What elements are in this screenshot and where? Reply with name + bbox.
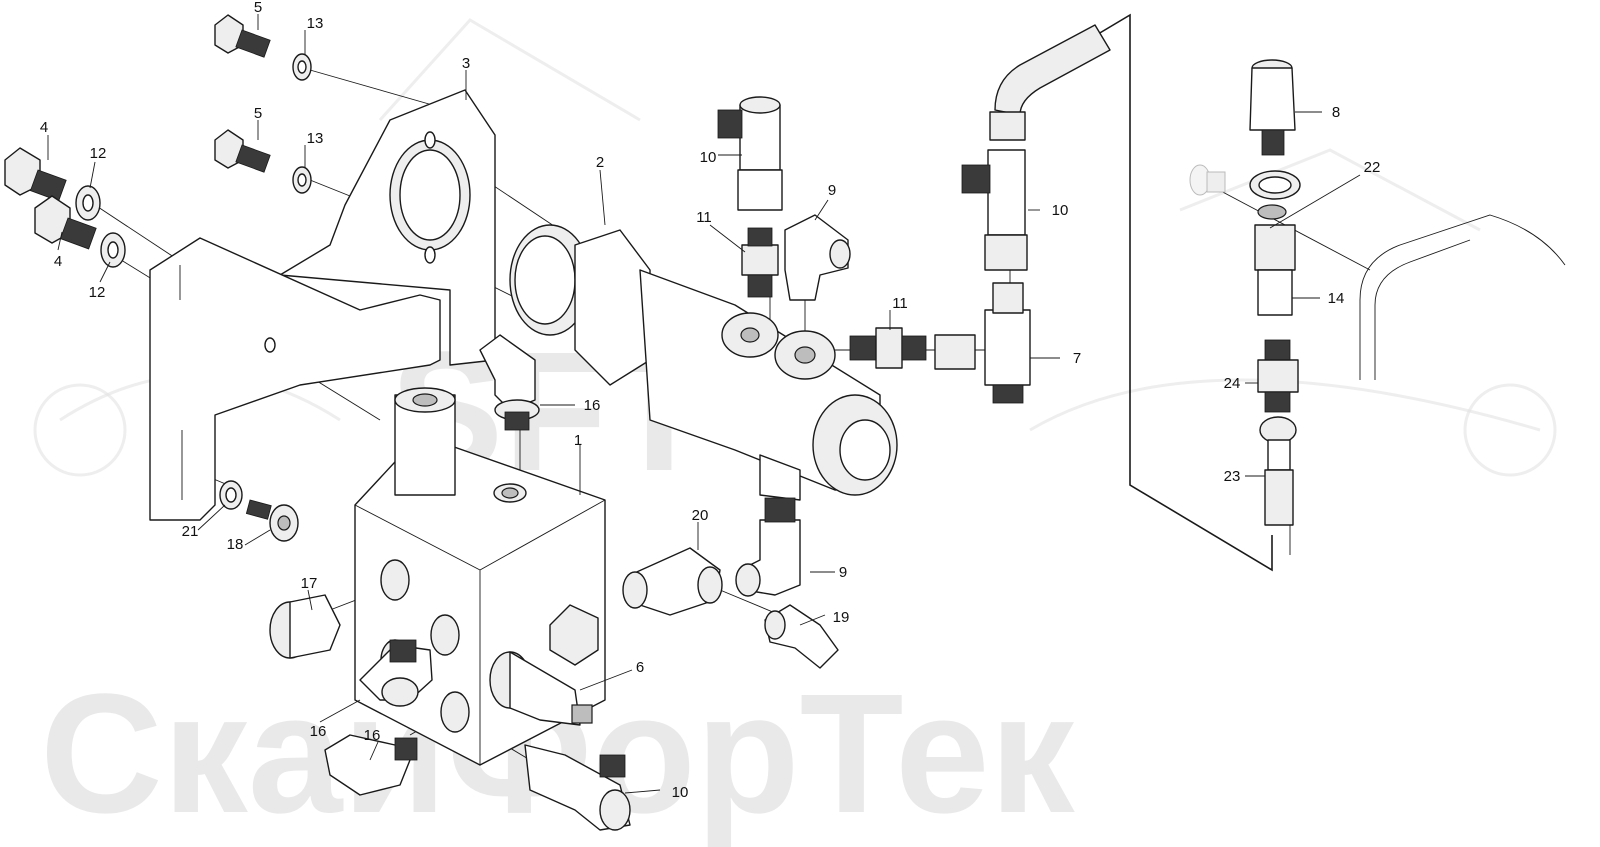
- callout-20: 20: [692, 507, 709, 524]
- washer-12-lower: [100, 232, 126, 268]
- callout-1: 1: [574, 432, 582, 449]
- callout-3: 3: [462, 55, 470, 72]
- elbow-fitting-20: [622, 547, 723, 616]
- callout-10-top: 10: [700, 149, 717, 166]
- callout-16-bottom: 16: [364, 727, 381, 744]
- callout-5-upper: 5: [254, 0, 262, 16]
- mounting-plate: [279, 89, 496, 366]
- quick-coupler-8: [1249, 59, 1296, 156]
- callout-16-mid: 16: [310, 723, 327, 740]
- bolt-4-lower: [34, 195, 97, 250]
- washer-21: [219, 480, 243, 510]
- plug-17: [269, 594, 341, 659]
- fittings: [269, 24, 1301, 831]
- callout-12-upper: 12: [90, 145, 107, 162]
- washer-12-upper: [75, 185, 101, 221]
- callout-13-upper: 13: [307, 15, 324, 32]
- callout-11-top: 11: [696, 209, 712, 226]
- elbow-fitting-16-mid: [359, 639, 433, 707]
- callout-7: 7: [1073, 350, 1081, 367]
- callout-2: 2: [596, 154, 604, 171]
- callout-19: 19: [833, 609, 850, 626]
- faded-plug: [1189, 164, 1226, 196]
- callout-5-lower: 5: [254, 105, 262, 122]
- callout-17: 17: [301, 575, 318, 592]
- adapter-11-top: [741, 227, 779, 298]
- elbow-fitting-16-top: [479, 334, 540, 431]
- bracket: [149, 237, 441, 521]
- tee-fitting-7: [934, 282, 1031, 404]
- callout-23: 23: [1224, 468, 1241, 485]
- hose-top: [989, 24, 1111, 141]
- tee-fitting-10-bottom: [524, 744, 631, 831]
- callout-labels: 1 2 3 4 4 5 5 6 7 8 9 9 10 10 10 11 11 1…: [40, 0, 1381, 801]
- bolt-18: [245, 499, 299, 542]
- callout-13-lower: 13: [307, 130, 324, 147]
- elbow-fitting-9-bottom: [735, 497, 801, 597]
- tee-fitting-10-top: [717, 96, 783, 211]
- callout-leaders: [47, 14, 1361, 794]
- bolt-4-upper: [4, 147, 67, 202]
- union-14: [1254, 224, 1296, 316]
- hex-cap: [549, 604, 599, 666]
- bolt-5-upper: [214, 14, 271, 58]
- callout-14: 14: [1328, 290, 1345, 307]
- elbow-fitting-9-top: [784, 214, 851, 301]
- callout-11-horizontal: 11: [892, 295, 908, 312]
- callout-9-bottom: 9: [839, 564, 847, 581]
- pressure-sensor-6: [489, 651, 593, 726]
- callout-12-lower: 12: [89, 284, 106, 301]
- callout-18: 18: [227, 536, 244, 553]
- bolts-and-washers: [4, 14, 312, 542]
- vehicle-frame-outline: [1087, 13, 1566, 572]
- hose-fitting-23: [1259, 416, 1297, 526]
- fitting-19: [764, 604, 839, 669]
- master-cylinder: [509, 224, 898, 501]
- callout-9-top: 9: [828, 182, 836, 199]
- callout-6: 6: [636, 659, 644, 676]
- callout-24: 24: [1224, 375, 1241, 392]
- adapter-11-horizontal: [849, 327, 927, 369]
- tee-fitting-10-right: [961, 149, 1028, 271]
- washer-13-upper: [292, 53, 312, 81]
- callout-21: 21: [182, 523, 199, 540]
- washer-13-lower: [292, 166, 312, 194]
- callout-10-right: 10: [1052, 202, 1069, 219]
- callout-4-upper: 4: [40, 119, 48, 136]
- callout-10-bottom: 10: [672, 784, 689, 801]
- adapter-24: [1257, 339, 1299, 413]
- callout-8: 8: [1332, 104, 1340, 121]
- callout-4-lower: 4: [54, 253, 62, 270]
- seal-ring-22: [1249, 170, 1301, 220]
- bolt-5-lower: [214, 129, 271, 173]
- elbow-fitting-16-bottom: [324, 734, 418, 796]
- callout-22: 22: [1364, 159, 1381, 176]
- callout-16-top: 16: [584, 397, 601, 414]
